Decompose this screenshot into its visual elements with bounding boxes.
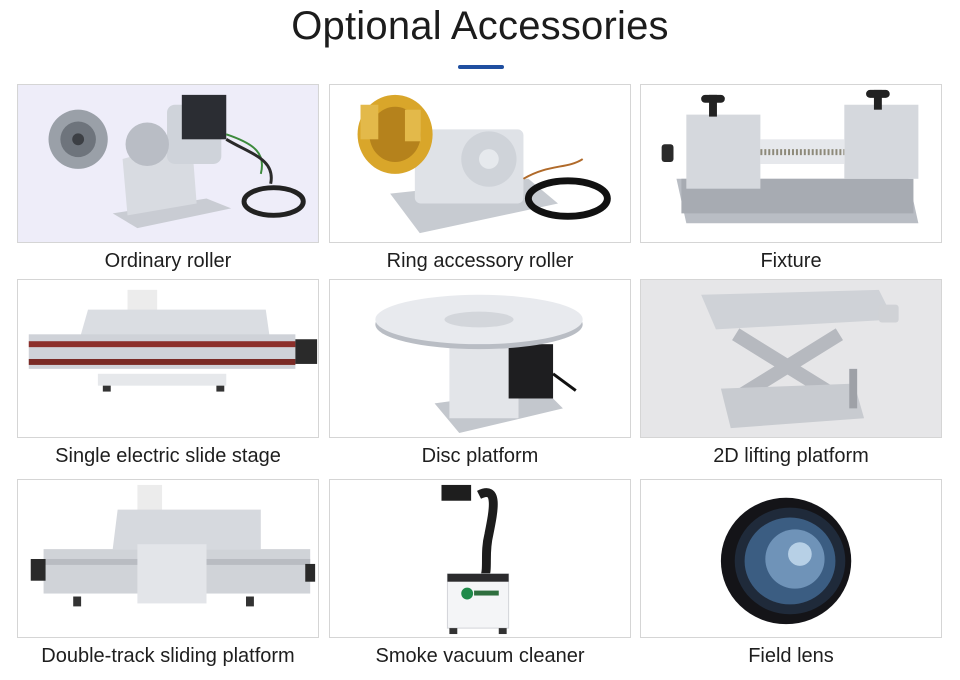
page-title: Optional Accessories [291,4,669,48]
field-lens-icon [640,479,942,638]
accessory-card-lifting-platform: 2D lifting platform [640,279,942,467]
caption-ring-roller: Ring accessory roller [386,250,574,272]
accessory-card-disc-platform: Disc platform [329,279,631,467]
accessory-card-fixture: Fixture [640,84,942,272]
fixture-vise-icon [640,84,942,243]
caption-smoke-vacuum: Smoke vacuum cleaner [375,645,585,667]
title-underline [458,65,504,69]
ring-roller-icon [329,84,631,243]
disc-platform-icon [329,279,631,438]
caption-field-lens: Field lens [748,645,834,667]
caption-double-track-platform: Double-track sliding platform [41,645,295,667]
accessory-card-smoke-vacuum: Smoke vacuum cleaner [329,479,631,667]
double-track-platform-icon [17,479,319,638]
caption-ordinary-roller: Ordinary roller [104,250,232,272]
caption-disc-platform: Disc platform [421,445,539,467]
accessory-card-ring-roller: Ring accessory roller [329,84,631,272]
slide-stage-icon [17,279,319,438]
accessory-card-double-track-platform: Double-track sliding platform [17,479,319,667]
rotary-roller-icon [17,84,319,243]
caption-fixture: Fixture [760,250,822,272]
accessory-card-field-lens: Field lens [640,479,942,667]
smoke-vacuum-icon [329,479,631,638]
accessory-card-ordinary-roller: Ordinary roller [17,84,319,272]
caption-lifting-platform: 2D lifting platform [713,445,869,467]
caption-single-slide-stage: Single electric slide stage [55,445,281,467]
accessory-card-single-slide-stage: Single electric slide stage [17,279,319,467]
lifting-platform-icon [640,279,942,438]
